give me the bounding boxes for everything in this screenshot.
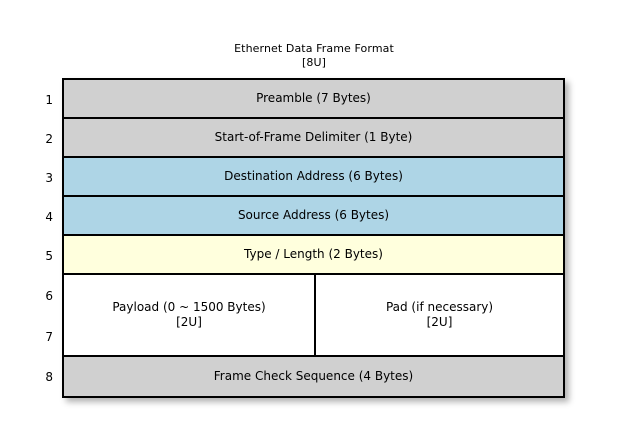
frame-field-row: Payload (0 ~ 1500 Bytes)[2U]Pad (if nece…	[64, 275, 563, 357]
frame-field-row: Frame Check Sequence (4 Bytes)	[64, 357, 563, 396]
payload-cell: Payload (0 ~ 1500 Bytes)[2U]	[64, 275, 316, 355]
row-number: 1	[45, 92, 53, 107]
row-number: 5	[45, 248, 53, 263]
frame-field-label: Destination Address (6 Bytes)	[224, 169, 403, 183]
payload-sub-label: [2U]	[176, 315, 202, 329]
row-number: 6	[45, 288, 53, 303]
payload-label: Payload (0 ~ 1500 Bytes)	[112, 300, 266, 314]
frame-field-label: Preamble (7 Bytes)	[256, 91, 371, 105]
row-number: 3	[45, 170, 53, 185]
row-number: 2	[45, 131, 53, 146]
diagram-title: Ethernet Data Frame Format [8U]	[0, 42, 628, 69]
pad-sub-label: [2U]	[426, 315, 453, 329]
frame-field-row: Start-of-Frame Delimiter (1 Byte)	[64, 119, 563, 158]
frame-field-row: Source Address (6 Bytes)	[64, 197, 563, 236]
row-number-gutter: 1 2 3 4 5 6 7 8	[32, 78, 56, 398]
row-number: 8	[45, 369, 53, 384]
page-title-sub: [8U]	[301, 56, 327, 69]
pad-cell: Pad (if necessary)[2U]	[316, 275, 563, 355]
frame-field-label: Type / Length (2 Bytes)	[244, 247, 383, 261]
row-number: 4	[45, 209, 53, 224]
frame-field-row: Type / Length (2 Bytes)	[64, 236, 563, 275]
frame-field-row: Destination Address (6 Bytes)	[64, 158, 563, 197]
frame-field-table: Preamble (7 Bytes) Start-of-Frame Delimit…	[62, 78, 565, 398]
frame-field-label: Source Address (6 Bytes)	[237, 208, 390, 222]
page-title: Ethernet Data Frame Format	[234, 42, 394, 55]
row-number: 7	[45, 329, 53, 344]
frame-field-label: Start-of-Frame Delimiter (1 Byte)	[214, 130, 413, 144]
pad-label: Pad (if necessary)	[385, 300, 494, 314]
frame-field-row: Preamble (7 Bytes)	[64, 80, 563, 119]
frame-field-label: Frame Check Sequence (4 Bytes)	[213, 369, 414, 383]
